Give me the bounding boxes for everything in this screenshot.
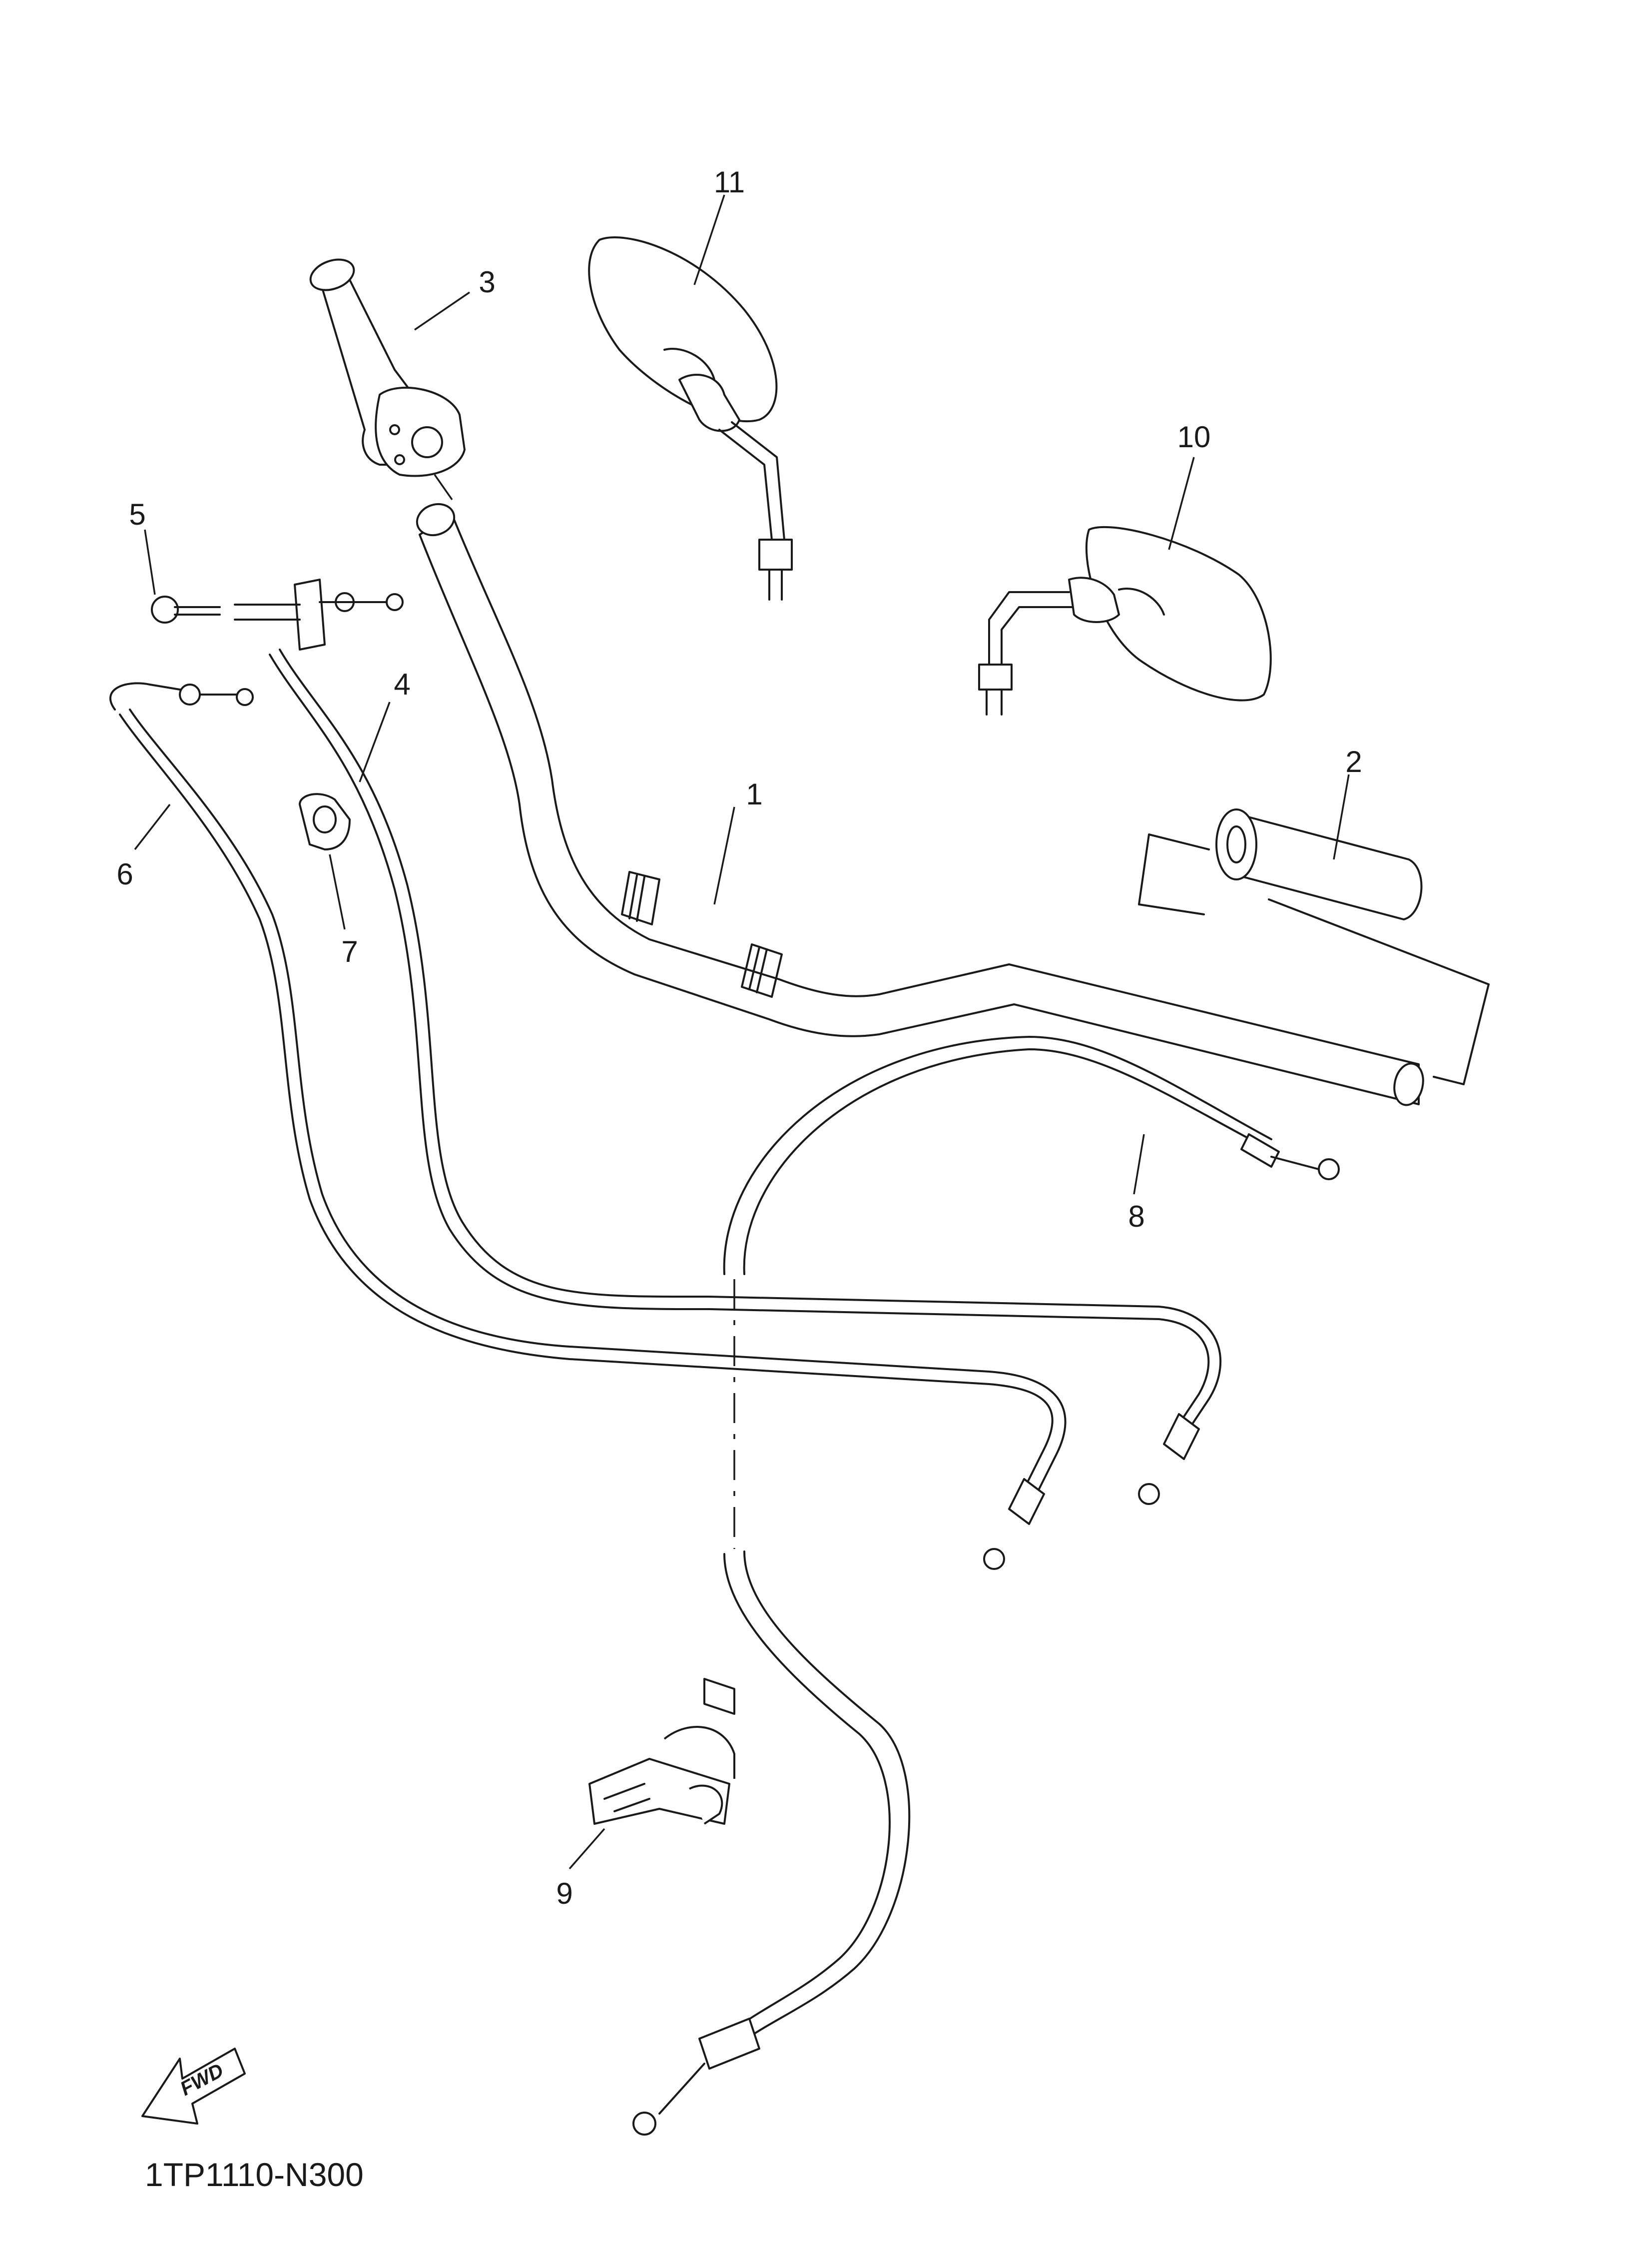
handlebar [416,503,1424,1106]
throttle-cable-2 [109,682,1067,1570]
leader-lines [134,194,1350,1870]
cable-clamp [299,793,351,850]
mirror-right [978,526,1272,716]
cable-bracket [151,579,404,706]
callout-1: 1 [746,777,762,811]
mirror-left [588,236,793,601]
grip-left [309,258,466,501]
callout-7: 7 [341,935,358,968]
callout-2: 2 [1345,745,1362,778]
cable-holder [588,1678,735,1825]
diagram-code: 1TP1110-N300 [145,2156,364,2193]
grip-right [1138,808,1490,1085]
callout-4: 4 [394,668,410,701]
throttle-cable-1 [269,649,1221,1505]
callout-9: 9 [556,1877,572,1910]
callout-6: 6 [116,857,133,891]
callout-labels: 1 2 3 4 5 6 7 8 9 10 11 [116,165,1362,1910]
forward-arrow-icon: FWD [141,2048,246,2125]
callout-3: 3 [479,265,495,299]
callout-11: 11 [714,165,745,199]
callout-10: 10 [1177,420,1211,454]
callout-5: 5 [129,498,145,531]
clutch-cable [632,1036,1340,2136]
callout-8: 8 [1128,1200,1144,1233]
